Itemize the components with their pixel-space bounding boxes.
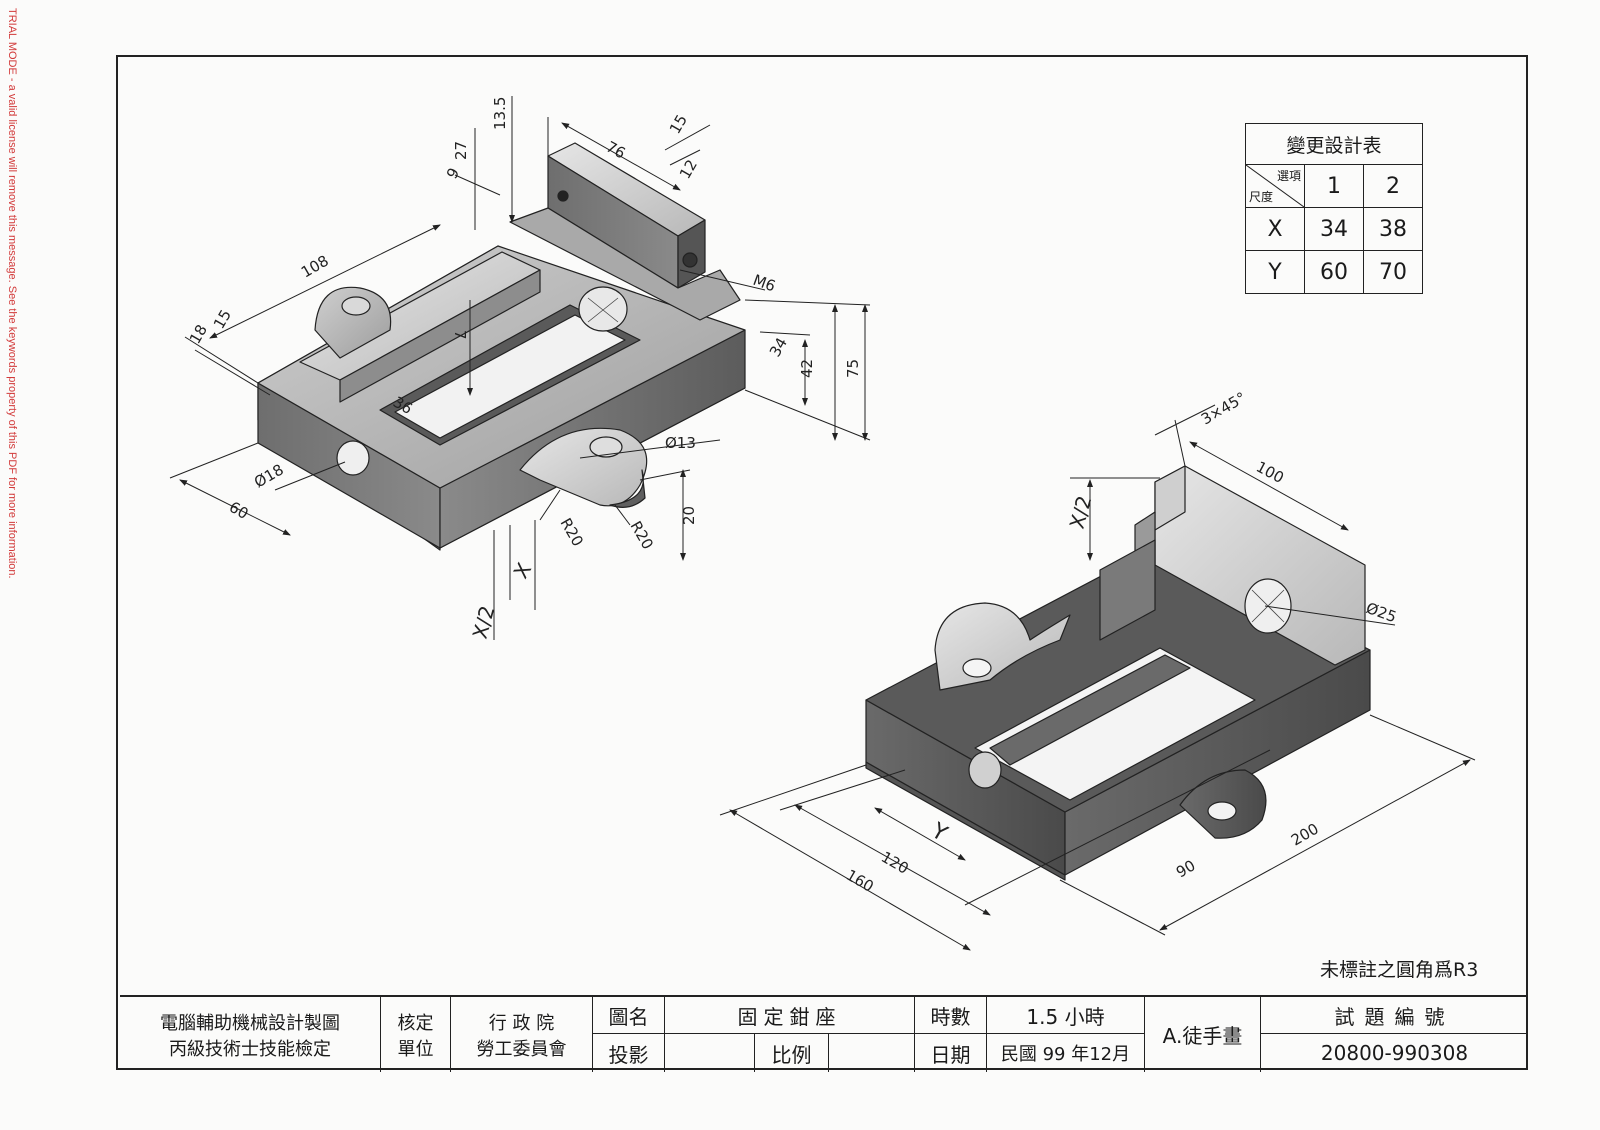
dim-x-half-right: X/2 [1065, 493, 1097, 531]
dim-15-left: 15 [210, 306, 235, 332]
org-cell: 電腦輔助機械設計製圖 丙級技術士技能檢定 [120, 997, 380, 1072]
date-label: 日期 [914, 1034, 986, 1072]
dim-phi13: Ø13 [665, 434, 696, 452]
right-view-part [865, 465, 1371, 881]
projection-label: 投影 [592, 1034, 664, 1072]
exam-no-label: 試題編號 [1260, 997, 1528, 1034]
left-view-dimension-lines [169, 96, 871, 640]
right-view-dimension-lines [719, 404, 1476, 951]
org-line1: 電腦輔助機械設計製圖 [160, 1012, 340, 1034]
dim-r20-b: R20 [627, 518, 657, 553]
hours-value: 1.5 小時 [986, 997, 1144, 1034]
org-line2: 丙級技術士技能檢定 [169, 1038, 331, 1060]
dim-y: Y [926, 818, 951, 847]
unit-cell: 行 政 院 勞工委員會 [450, 997, 592, 1072]
dim-phi25: Ø25 [1364, 599, 1399, 626]
dim-m6: M6 [751, 271, 778, 296]
dim-15-top: 15 [666, 111, 691, 137]
scale-label: 比例 [754, 1034, 828, 1072]
dim-34: 34 [766, 334, 791, 360]
dim-18: 18 [186, 321, 211, 347]
dim-42: 42 [798, 359, 816, 378]
date-value: 民國 99 年12月 [986, 1034, 1144, 1072]
drawing-border [116, 55, 1528, 1070]
dim-x-left: X [509, 558, 537, 582]
unit-line1: 行 政 院 [488, 1012, 555, 1034]
cell-y-2: 70 [1363, 250, 1423, 294]
dim-20: 20 [680, 506, 698, 525]
exam-no-value: 20800-990308 [1260, 1034, 1528, 1072]
diagonal-divider [1246, 165, 1304, 207]
left-view-part [257, 142, 746, 551]
dim-x-half-left: X/2 [468, 603, 500, 641]
cell-y-1: 60 [1304, 250, 1364, 294]
row-name-y: Y [1245, 250, 1305, 294]
title-block: 電腦輔助機械設計製圖 丙級技術士技能檢定 核定 單位 行 政 院 勞工委員會 圖… [120, 995, 1528, 1072]
cell-x-2: 38 [1363, 207, 1423, 251]
dim-200: 200 [1288, 820, 1322, 850]
unit-line2: 勞工委員會 [476, 1038, 567, 1060]
header-option: 選項 [1276, 169, 1301, 183]
dim-7: 7 [451, 330, 469, 340]
method-cell: A.徒手畫 [1144, 997, 1260, 1072]
row-name-x: X [1245, 207, 1305, 251]
hours-label: 時數 [914, 997, 986, 1034]
header-dimension: 尺度 [1249, 190, 1274, 204]
dim-108: 108 [298, 252, 332, 282]
approve-cell: 核定 單位 [380, 997, 450, 1072]
change-table-title: 變更設計表 [1245, 123, 1423, 165]
scale-value [828, 1034, 914, 1072]
drawing-name: 固定鉗座 [664, 997, 914, 1034]
dim-27: 27 [452, 141, 470, 160]
dim-75: 75 [844, 359, 862, 378]
change-table-header-cell: 選項 尺度 [1245, 164, 1305, 208]
approve-line2: 單位 [397, 1038, 434, 1060]
dim-60: 60 [226, 498, 252, 523]
dim-100: 100 [1253, 458, 1287, 487]
drawing-name-label: 圖名 [592, 997, 664, 1034]
dim-120: 120 [878, 848, 912, 878]
projection-value [664, 1034, 754, 1072]
col-header-2: 2 [1363, 164, 1423, 208]
change-design-table: 變更設計表 選項 尺度 1 2 X 34 38 Y 60 70 [1245, 123, 1423, 294]
dim-3x45: 3×45° [1198, 389, 1249, 429]
dim-phi18: Ø18 [251, 460, 287, 491]
col-header-1: 1 [1304, 164, 1364, 208]
dim-160: 160 [843, 866, 877, 896]
dim-13-5: 13.5 [491, 97, 509, 130]
dim-9: 9 [443, 165, 463, 182]
fillet-note: 未標註之圓角爲R3 [1320, 959, 1479, 981]
dim-r20-a: R20 [557, 515, 587, 550]
approve-line1: 核定 [397, 1012, 434, 1034]
dim-90: 90 [1173, 856, 1199, 881]
cell-x-1: 34 [1304, 207, 1364, 251]
